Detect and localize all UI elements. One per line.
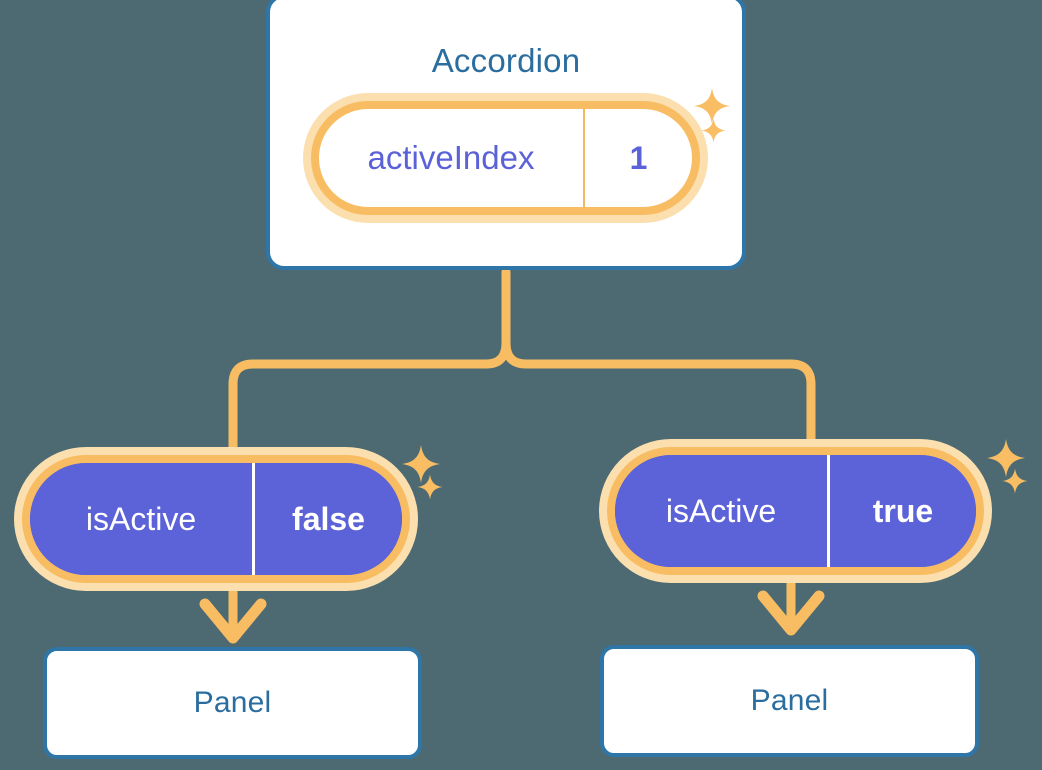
state-pill-activeindex[interactable]: activeIndex 1	[311, 101, 700, 215]
state-pill-value: false	[255, 463, 402, 575]
branch-connector-icon	[228, 267, 511, 460]
branch-connector-icon	[501, 338, 816, 452]
component-box-panel-right[interactable]: Panel	[600, 645, 979, 757]
component-title-panel: Panel	[750, 684, 829, 717]
sparkle-icon	[1001, 467, 1029, 495]
sparkle-icon	[416, 473, 444, 501]
arrow-down-icon	[757, 575, 825, 636]
state-pill-value: 1	[629, 139, 648, 176]
state-pill-isactive-right[interactable]: isActive true	[607, 447, 984, 575]
state-pill-key: isActive	[615, 455, 830, 567]
sparkle-icon	[985, 437, 1027, 479]
arrow-down-icon	[199, 583, 267, 644]
state-pill-key: isActive	[30, 463, 255, 575]
state-pill-value: true	[830, 455, 976, 567]
state-pill-isactive-left[interactable]: isActive false	[22, 455, 410, 583]
state-pill-key: activeIndex	[319, 109, 585, 207]
component-box-panel-left[interactable]: Panel	[43, 647, 422, 759]
component-title-panel: Panel	[193, 686, 272, 719]
sparkle-icon	[400, 443, 442, 485]
component-title-accordion: Accordion	[431, 42, 581, 79]
